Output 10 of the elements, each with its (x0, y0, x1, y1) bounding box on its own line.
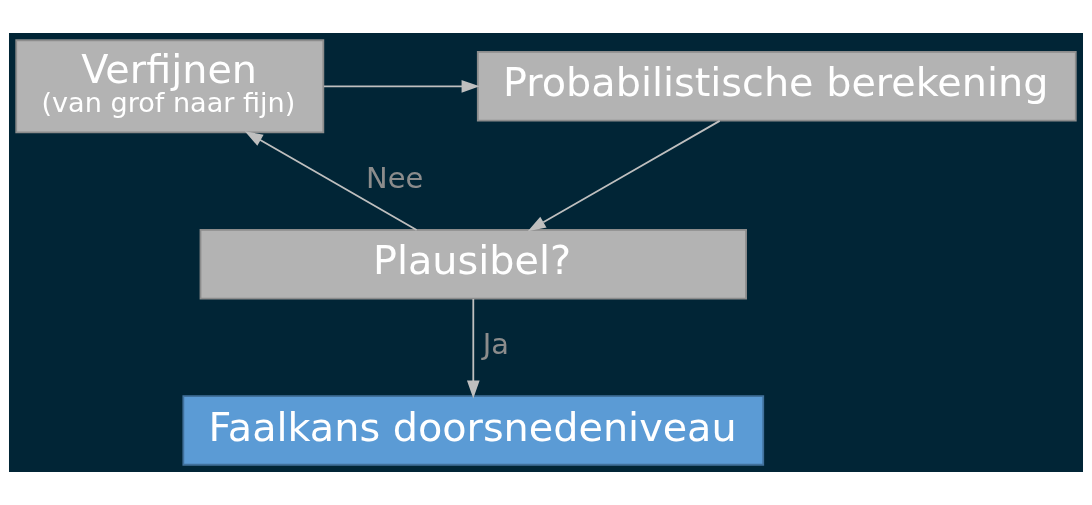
node-box: Plausibel? (199, 229, 747, 300)
arrow (323, 79, 480, 93)
arrow (244, 131, 418, 231)
node-box: Faalkans doorsnedeniveau (182, 395, 765, 466)
node-box: Probabilistische berekening (476, 51, 1077, 122)
node-box: Verfijnen (van grof naar fijn) (15, 39, 325, 134)
arrow (527, 120, 721, 232)
edge-label: Ja (482, 327, 509, 362)
edge-label: Nee (366, 161, 424, 195)
arrow (466, 298, 480, 399)
